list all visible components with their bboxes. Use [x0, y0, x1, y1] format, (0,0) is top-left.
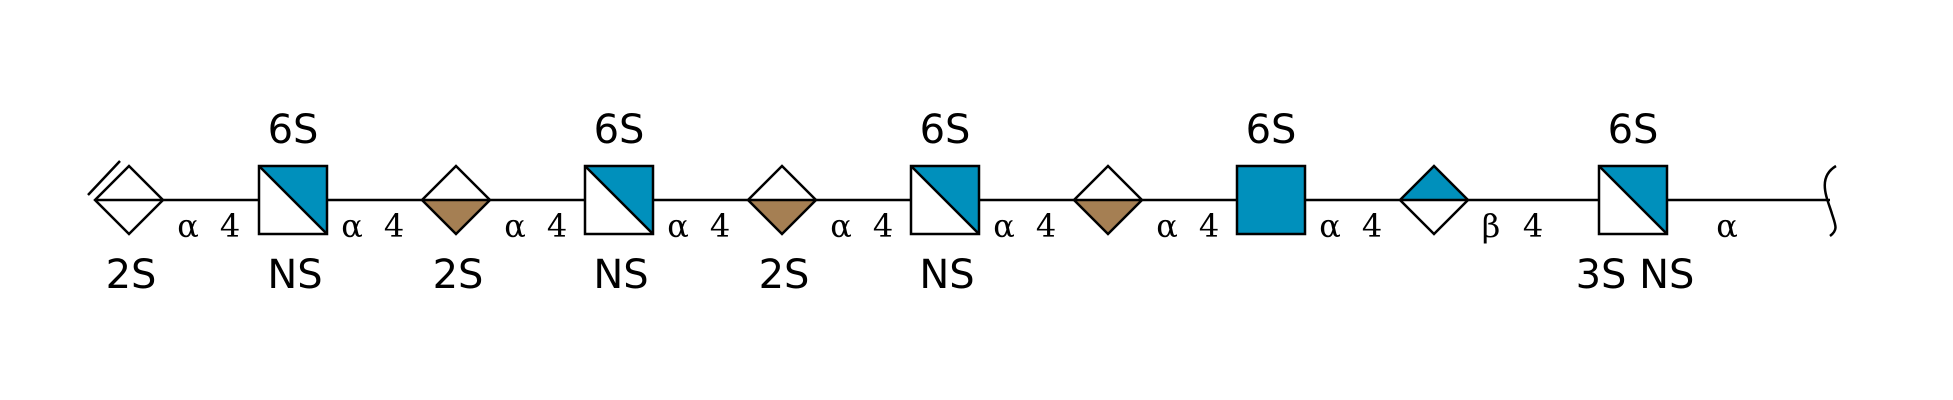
linkage-anomer-label-6: α: [1156, 207, 1178, 245]
linkage-anomer-label-1: α: [341, 207, 363, 245]
square-residue-diagonal-9: [1598, 165, 1668, 235]
square-residue-7: [1235, 164, 1307, 236]
substituent-top-label-1: 6S: [268, 107, 319, 153]
square-residue-5: [909, 164, 981, 236]
substituent-bottom-label-0: 2S: [106, 252, 157, 298]
diamond-residue-half-8: [1400, 166, 1468, 200]
linkage-anomer-label-0: α: [177, 207, 199, 245]
linkage-position-label-7: 4: [1362, 207, 1382, 245]
linkage-anomer-label-9: α: [1716, 207, 1738, 245]
linkage-position-label-0: 4: [220, 207, 240, 245]
substituent-top-label-7: 6S: [1246, 107, 1297, 153]
square-residue-3: [583, 164, 655, 236]
diamond-residue-half-4: [748, 200, 816, 234]
square-residue-diagonal-5: [910, 165, 980, 235]
linkage-position-label-1: 4: [384, 207, 404, 245]
linkage-anomer-label-8: β: [1482, 207, 1501, 245]
linkage-position-label-2: 4: [547, 207, 567, 245]
square-residue-diagonal-1: [258, 165, 328, 235]
substituent-bottom-label-1: NS: [267, 252, 322, 298]
linkage-anomer-label-5: α: [993, 207, 1015, 245]
substituent-top-label-9: 6S: [1608, 107, 1659, 153]
diamond-residue-6: [1072, 164, 1144, 236]
linkage-anomer-label-4: α: [830, 207, 852, 245]
substituent-top-label-5: 6S: [920, 107, 971, 153]
linkage-position-label-3: 4: [710, 207, 730, 245]
linkage-anomer-label-7: α: [1319, 207, 1341, 245]
substituent-bottom-label-4: 2S: [759, 252, 810, 298]
diamond-residue-half-2: [422, 200, 490, 234]
diamond-residue-8: [1398, 164, 1470, 236]
diamond-residue-4: [746, 164, 818, 236]
linkage-position-label-4: 4: [873, 207, 893, 245]
substituent-bottom-label-2: 2S: [433, 252, 484, 298]
diamond-residue-half-6: [1074, 200, 1142, 234]
square-residue-diagonal-3: [584, 165, 654, 235]
linkage-position-label-6: 4: [1199, 207, 1219, 245]
linkage-position-label-5: 4: [1036, 207, 1056, 245]
linkage-position-label-8: 4: [1523, 207, 1543, 245]
substituent-top-label-3: 6S: [594, 107, 645, 153]
diamond-residue-0: [93, 164, 165, 236]
substituent-bottom-label-9: 3S NS: [1576, 252, 1695, 298]
substituent-bottom-label-5: NS: [919, 252, 974, 298]
reducing-end-squiggle: [1823, 164, 1837, 237]
diamond-residue-2: [420, 164, 492, 236]
substituent-bottom-label-3: NS: [593, 252, 648, 298]
linkage-anomer-label-3: α: [667, 207, 689, 245]
linkage-anomer-label-2: α: [504, 207, 526, 245]
terminal-bond-mark: [87, 160, 121, 196]
square-residue-1: [257, 164, 329, 236]
square-residue-9: [1597, 164, 1669, 236]
